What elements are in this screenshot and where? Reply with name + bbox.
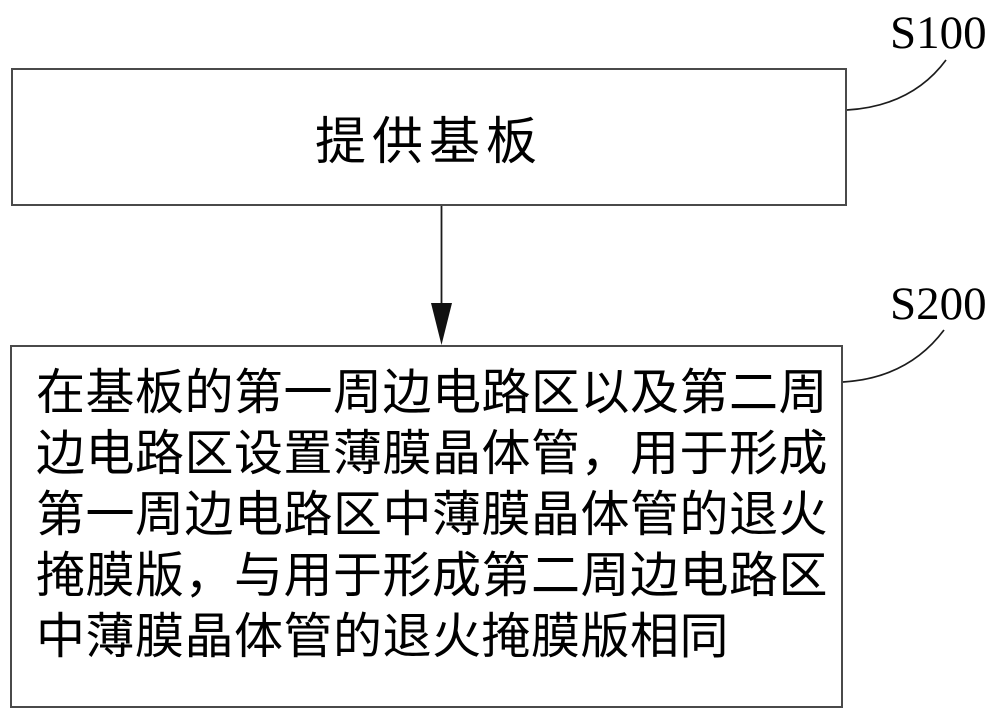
step2-text-line: 掩膜版，与用于形成第二周边电路区 <box>36 548 829 603</box>
callout-curve-s200 <box>842 329 945 383</box>
step2-text-line: 在基板的第一周边电路区以及第二周 <box>36 365 829 420</box>
step-box-provide-substrate: 提供基板 <box>11 68 847 206</box>
step2-text-line: 中薄膜晶体管的退火掩膜版相同 <box>36 609 730 664</box>
step-label-s200: S200 <box>890 278 987 330</box>
step2-text-line: 边电路区设置薄膜晶体管，用于形成 <box>36 426 829 481</box>
flow-arrow-head-icon <box>431 303 452 345</box>
step1-text: 提供基板 <box>314 115 543 171</box>
step-box-set-tft: 在基板的第一周边电路区以及第二周 边电路区设置薄膜晶体管，用于形成 第一周边电路… <box>10 345 843 708</box>
step2-text-line: 第一周边电路区中薄膜晶体管的退火 <box>36 487 829 542</box>
callout-curve-s100 <box>846 59 947 111</box>
step-label-s100: S100 <box>890 7 987 59</box>
